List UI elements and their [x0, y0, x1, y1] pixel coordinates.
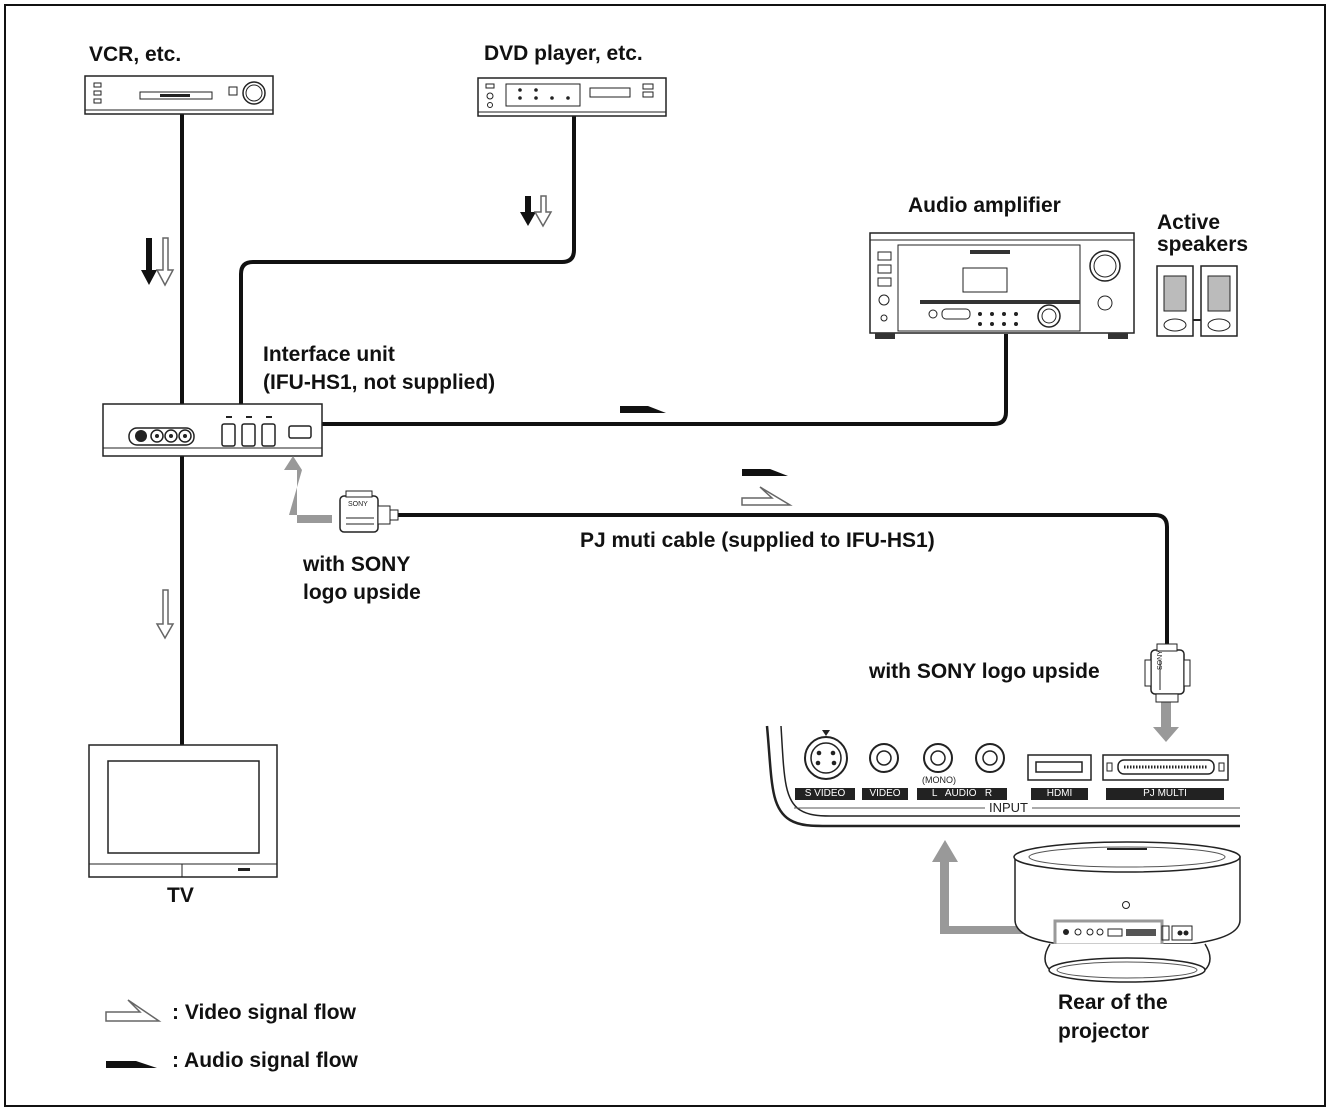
dvd-device — [477, 77, 667, 117]
connector-brand-left: SONY — [348, 501, 368, 508]
amplifier-label: Audio amplifier — [908, 194, 1061, 217]
hdmi-label: HDMI — [1031, 788, 1088, 800]
cable-dvd-interface — [239, 116, 576, 404]
input-panel — [765, 725, 1240, 828]
interface-unit-device — [102, 403, 323, 457]
pj-connector-left — [339, 490, 399, 533]
sony-logo-label-right: with SONY logo upside — [869, 660, 1100, 683]
pj-audio-arrow — [742, 469, 788, 476]
rear-projector-label: Rear of the projector — [1058, 991, 1168, 1043]
vcr-label: VCR, etc. — [89, 43, 182, 66]
insert-arrow-left — [284, 456, 332, 523]
sony-logo-label-left: with SONY logo upside — [303, 553, 421, 604]
vcr-video-arrow — [155, 237, 175, 287]
speakers-device — [1156, 265, 1238, 337]
connector-brand-right: SONY — [1157, 650, 1164, 670]
insert-arrow-panel — [932, 840, 1055, 934]
tv-video-arrow — [155, 589, 175, 640]
tv-label: TV — [167, 884, 194, 907]
cable-interface-amplifier — [322, 334, 1008, 426]
s-video-label: S VIDEO — [795, 788, 855, 800]
dvd-label: DVD player, etc. — [484, 42, 643, 65]
legend-video-label: : Video signal flow — [172, 1001, 356, 1024]
pj-connector-right — [1144, 643, 1191, 703]
input-label: INPUT — [985, 801, 1032, 815]
vcr-device — [84, 75, 274, 115]
speakers-label: Active speakers — [1157, 211, 1249, 256]
insert-arrow-right — [1153, 700, 1179, 742]
audio-label: L AUDIO R — [917, 788, 1007, 800]
projector-device — [1013, 841, 1241, 983]
cables — [180, 114, 1169, 745]
pj-cable-label: PJ muti cable (supplied to IFU-HS1) — [580, 529, 935, 552]
legend-audio-swatch — [106, 1061, 157, 1068]
dvd-audio-arrow — [520, 196, 536, 226]
pj-video-arrow — [741, 486, 793, 506]
tv-device — [88, 744, 278, 878]
legend-audio-label: : Audio signal flow — [172, 1049, 358, 1072]
pj-multi-label: PJ MULTI — [1106, 788, 1224, 800]
mono-label: (MONO) — [922, 775, 956, 785]
vcr-audio-arrow — [141, 238, 157, 285]
legend-video-swatch — [105, 999, 162, 1022]
amplifier-audio-arrow — [620, 406, 666, 413]
cable-pj-multi — [398, 513, 1169, 647]
dvd-video-arrow — [533, 195, 553, 228]
amplifier-device — [869, 232, 1135, 339]
interface-unit-label: Interface unit (IFU-HS1, not supplied) — [263, 343, 496, 394]
video-label: VIDEO — [862, 788, 908, 800]
